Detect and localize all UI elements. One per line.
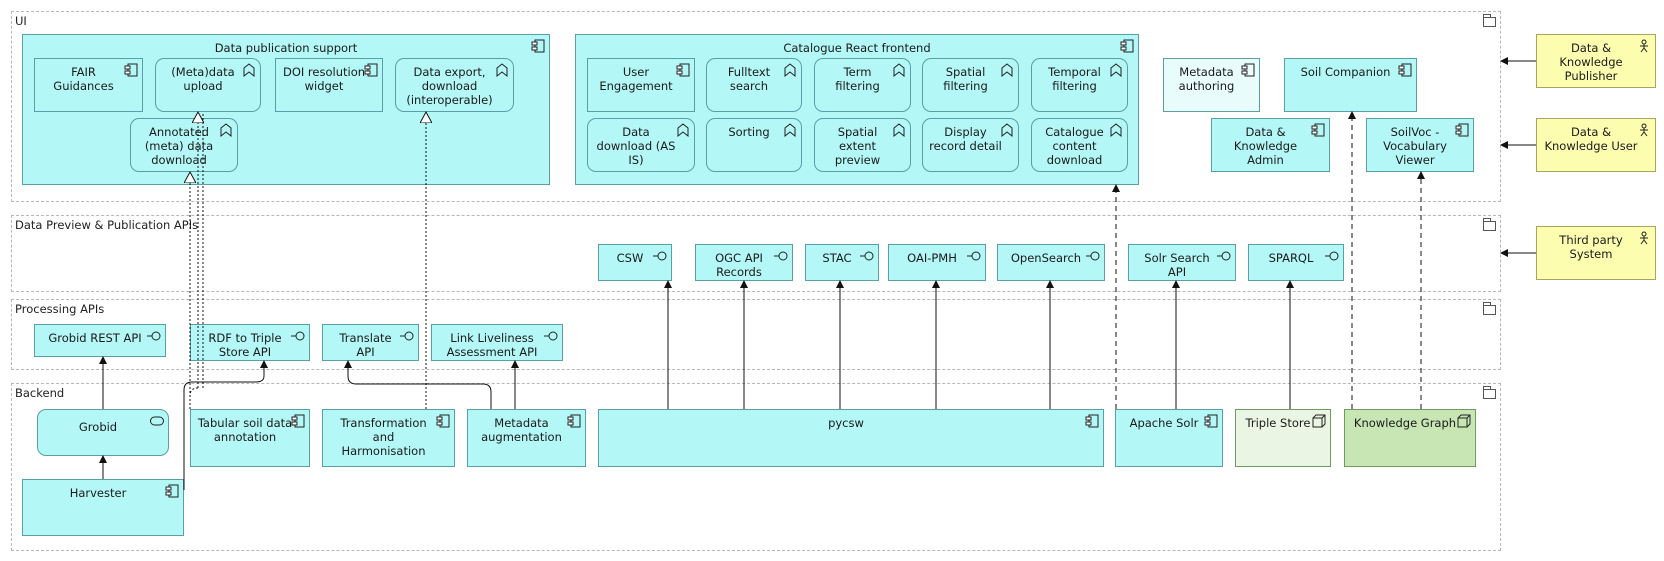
folder-icon	[1483, 218, 1496, 231]
interface-icon	[653, 249, 667, 263]
function-icon	[892, 63, 906, 77]
interface-icon	[291, 329, 305, 343]
function-icon	[1109, 63, 1123, 77]
component-icon	[676, 63, 690, 77]
function-icon	[676, 123, 690, 137]
function-icon	[892, 123, 906, 137]
function-icon	[1000, 63, 1014, 77]
function-icon	[783, 63, 797, 77]
component-icon	[1085, 414, 1099, 428]
layer-backend-label: Backend	[15, 386, 65, 400]
component-icon	[1204, 414, 1218, 428]
component-icon	[1241, 63, 1255, 77]
actor-icon	[1637, 39, 1651, 53]
component-icon	[165, 484, 179, 498]
layer-processing-label: Processing APIs	[15, 302, 105, 316]
node-icon	[1312, 414, 1326, 428]
component-icon	[531, 39, 545, 53]
layer-apis-label: Data Preview & Publication APIs	[15, 218, 199, 232]
interface-icon	[1086, 249, 1100, 263]
function-icon	[1000, 123, 1014, 137]
service-icon	[150, 414, 164, 428]
interface-icon	[1217, 249, 1231, 263]
layer-ui: UI	[11, 11, 1501, 202]
node-icon	[1457, 414, 1471, 428]
folder-icon	[1483, 386, 1496, 399]
component-icon	[567, 414, 581, 428]
actor-user[interactable]: Data & Knowledge User	[1536, 118, 1656, 172]
component-icon	[1120, 39, 1134, 53]
interface-icon	[1325, 249, 1339, 263]
interface-icon	[147, 329, 161, 343]
layer-backend: Backend	[11, 383, 1501, 551]
actor-icon	[1637, 231, 1651, 245]
component-icon	[291, 414, 305, 428]
function-icon	[783, 123, 797, 137]
interface-icon	[967, 249, 981, 263]
layer-processing: Processing APIs	[11, 299, 1501, 370]
pycsw[interactable]: pycsw	[598, 409, 1104, 467]
function-icon	[242, 63, 256, 77]
interface-icon	[860, 249, 874, 263]
component-icon	[1311, 123, 1325, 137]
function-icon	[1109, 123, 1123, 137]
group-title: Data publication support	[214, 41, 358, 55]
component-icon	[436, 414, 450, 428]
interface-icon	[774, 249, 788, 263]
component-icon	[1455, 123, 1469, 137]
folder-icon	[1483, 14, 1496, 27]
component-icon	[364, 63, 378, 77]
interface-icon	[544, 329, 558, 343]
function-icon	[495, 63, 509, 77]
component-icon	[1398, 63, 1412, 77]
interface-icon	[400, 329, 414, 343]
layer-ui-label: UI	[15, 14, 27, 28]
folder-icon	[1483, 302, 1496, 315]
actor-icon	[1637, 123, 1651, 137]
function-icon	[219, 123, 233, 137]
translate-api[interactable]: Translate API	[322, 324, 419, 361]
component-icon	[124, 63, 138, 77]
group-title: Catalogue React frontend	[783, 41, 931, 55]
